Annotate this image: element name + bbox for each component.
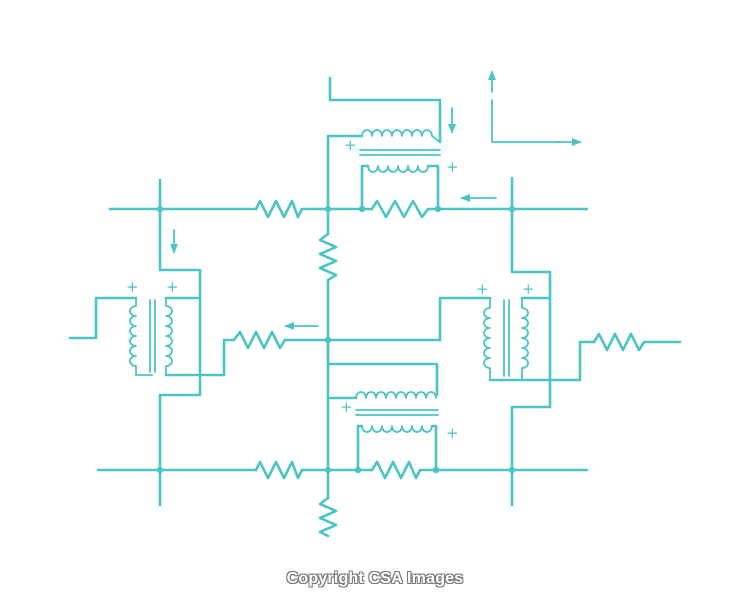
junction-dot xyxy=(434,205,442,213)
resistor-center-vertical xyxy=(318,232,338,282)
resistor-bottom-vertical xyxy=(318,496,338,538)
junction-dot xyxy=(156,466,164,474)
junction-dot xyxy=(508,205,516,213)
direction-arrows xyxy=(170,70,582,330)
resistors xyxy=(232,199,646,538)
polarity-mark: + xyxy=(522,280,535,298)
junction-dot xyxy=(324,466,332,474)
resistor-top-right xyxy=(370,199,430,219)
transformer-right xyxy=(474,296,552,382)
resistor-bottom-left xyxy=(254,460,304,480)
transformer-left xyxy=(129,296,202,377)
junction-dots xyxy=(156,205,516,474)
junction-dot xyxy=(156,205,164,213)
resistor-right-output xyxy=(592,332,646,352)
resistor-middle xyxy=(232,330,287,350)
resistor-bottom-right xyxy=(370,460,422,480)
polarity-mark: + xyxy=(446,424,459,442)
junction-dot xyxy=(324,205,332,213)
polarity-mark: + xyxy=(476,280,489,298)
junction-dot xyxy=(508,466,516,474)
polarity-mark: + xyxy=(166,278,179,296)
junction-dot xyxy=(324,336,332,344)
transformer-bottom xyxy=(355,391,439,472)
bus-lines xyxy=(96,207,589,472)
circuit-diagram: + + + + + + + + xyxy=(68,70,682,538)
polarity-mark: + xyxy=(126,278,139,296)
polarity-marks: + + + + + + + + xyxy=(126,136,535,442)
copyright-watermark: Copyright CSA Images xyxy=(286,570,464,587)
junction-dot xyxy=(432,466,440,474)
polarity-mark: + xyxy=(340,398,353,416)
junction-dot xyxy=(358,205,366,213)
polarity-mark: + xyxy=(344,136,357,154)
connection-wires xyxy=(68,76,682,507)
transformer-top xyxy=(359,129,441,211)
junction-dot xyxy=(354,466,362,474)
polarity-mark: + xyxy=(446,158,459,176)
resistor-top-left xyxy=(254,199,304,219)
